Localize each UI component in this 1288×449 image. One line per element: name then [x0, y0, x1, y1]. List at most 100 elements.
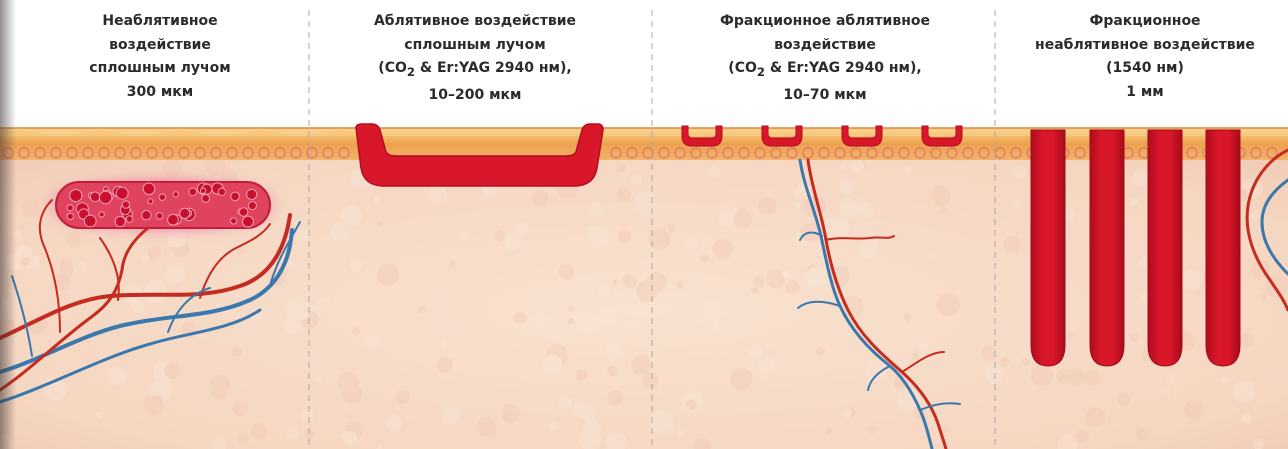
dermis-speckle	[628, 320, 636, 328]
coagulation-bubble	[239, 208, 248, 217]
dermis-speckle	[60, 259, 72, 271]
dermis-speckle	[785, 280, 799, 294]
dermis-speckle	[341, 383, 362, 404]
coagulation-bubble	[116, 187, 128, 199]
heading-line: 10–200 мкм	[325, 84, 625, 108]
dermis-speckle	[676, 281, 684, 289]
dermis-speckle	[429, 186, 447, 204]
dermis-speckle	[316, 299, 323, 306]
coagulation-bubble	[84, 215, 96, 227]
dermis-speckle	[501, 404, 520, 423]
dermis-speckle	[251, 423, 268, 440]
dermis-speckle	[13, 231, 21, 239]
formula-rest: & Er:YAG 2940 нм),	[765, 60, 922, 76]
dermis-speckle	[419, 306, 426, 313]
dermis-speckle	[575, 369, 587, 381]
coagulation-column	[1031, 130, 1065, 366]
dermis-speckle	[642, 372, 658, 388]
dermis-speckle	[758, 197, 776, 215]
dermis-speckle	[549, 422, 558, 431]
coagulation-bubble	[218, 188, 225, 195]
coagulation-bubble	[200, 188, 205, 193]
heading-line: 300 мкм	[15, 81, 305, 105]
dermis-speckle	[1085, 407, 1106, 428]
dermis-speckle	[477, 417, 497, 437]
coagulation-bubble	[126, 216, 133, 223]
coagulation-column	[1206, 130, 1240, 366]
dermis-speckle	[730, 367, 752, 389]
dermis-speckle	[233, 400, 248, 415]
dermis-speckle	[558, 264, 574, 280]
dermis-speckle	[532, 314, 542, 324]
dermis-speckle	[904, 313, 912, 321]
dermis-speckle	[759, 358, 776, 375]
coagulation-bubble	[67, 205, 73, 211]
nonablative-zone	[46, 176, 278, 234]
dermis-speckle	[617, 187, 631, 201]
coagulation-column	[1090, 130, 1124, 366]
dermis-speckle	[163, 159, 182, 178]
dermis-speckle	[340, 206, 361, 227]
dermis-speckle	[1012, 165, 1026, 179]
dermis-speckle	[631, 355, 651, 375]
dermis-speckle	[437, 357, 453, 373]
dermis-speckle	[668, 225, 676, 233]
dermis-speckle	[912, 353, 919, 360]
dermis-speckle	[931, 186, 951, 206]
dermis-speckle	[1164, 389, 1171, 396]
dermis-speckle	[676, 429, 684, 437]
dermis-speckle	[613, 280, 619, 286]
dermis-speckle	[494, 230, 506, 242]
dermis-speckle	[589, 202, 604, 217]
coagulation-bubble	[180, 208, 190, 218]
dermis-speckle	[867, 424, 876, 433]
dermis-speckle	[532, 190, 548, 206]
dermis-speckle	[1220, 376, 1228, 384]
dermis-speckle	[377, 264, 399, 286]
panel-heading-ablative: Аблятивное воздействие сплошным лучом (C…	[325, 10, 625, 108]
dermis-speckle	[515, 222, 528, 235]
dermis-speckle	[314, 375, 322, 383]
dermis-speckle	[378, 220, 384, 226]
heading-line: воздействие	[675, 34, 975, 58]
dermis-speckle	[96, 412, 103, 419]
dermis-speckle	[1242, 414, 1252, 424]
dermis-speckle	[607, 390, 623, 406]
dermis-speckle	[985, 365, 1003, 383]
dermis-speckle	[754, 276, 765, 287]
dermis-speckle	[350, 259, 362, 271]
dermis-speckle	[1167, 375, 1176, 384]
dermis-speckle	[232, 347, 242, 357]
heading-line: неаблятивное воздействие	[990, 34, 1288, 58]
dermis-speckle	[237, 248, 244, 255]
dermis-speckle	[708, 166, 720, 178]
dermis-speckle	[849, 159, 864, 174]
dermis-speckle	[1184, 400, 1203, 419]
dermis-speckle	[300, 409, 314, 423]
dermis-speckle	[937, 293, 960, 316]
panel-heading-fractional-nonablative: Фракционное неаблятивное воздействие (15…	[990, 10, 1288, 104]
heading-line: Фракционное	[990, 10, 1288, 34]
dermis-speckle	[631, 174, 642, 185]
dermis-speckle	[794, 189, 802, 197]
dermis-speckle	[1261, 293, 1267, 299]
dermis-speckle	[840, 200, 858, 218]
dermis-speckle	[441, 405, 460, 424]
formula-rest: & Er:YAG 2940 нм),	[415, 60, 572, 76]
formula-open: (CO	[378, 60, 407, 76]
dermis-speckle	[647, 272, 667, 292]
dermis-speckle	[1076, 429, 1089, 442]
coagulation-column	[1148, 130, 1182, 366]
dermis-speckle	[144, 395, 165, 416]
coagulation-bubble	[90, 192, 100, 202]
heading-line: 10–70 мкм	[675, 84, 975, 108]
dermis-speckle	[1031, 364, 1054, 387]
dermis-speckle	[1117, 393, 1130, 406]
coagulation-bubble	[248, 202, 256, 210]
panel-heading-fractional-ablative: Фракционное аблятивное воздействие (CO2 …	[675, 10, 975, 108]
dermis-speckle	[573, 403, 587, 417]
dermis-speckle	[1181, 269, 1202, 290]
dermis-speckle	[1085, 370, 1101, 386]
dermis-speckle	[940, 206, 948, 214]
dermis-speckle	[795, 202, 801, 208]
